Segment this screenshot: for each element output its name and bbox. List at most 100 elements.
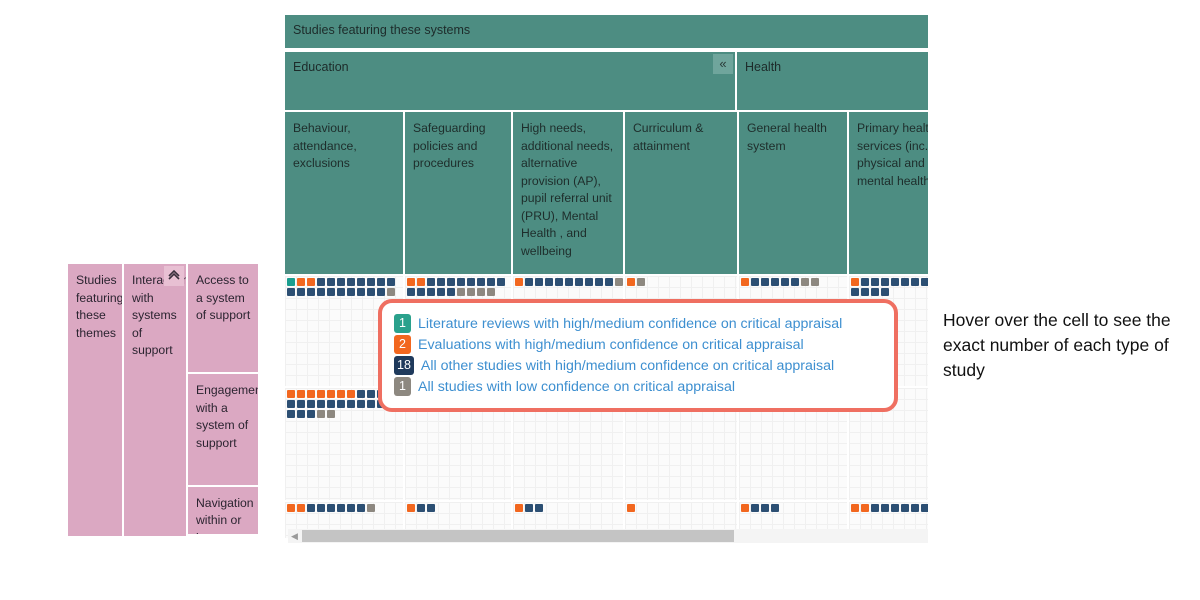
marker-all-other-studies — [367, 400, 375, 408]
column-header-label: Behaviour, attendance, exclusions — [293, 121, 357, 170]
cell-tooltip: 1 Literature reviews with high/medium con… — [378, 299, 898, 412]
marker-all-other-studies — [347, 278, 355, 286]
row-band-title: Studies featuring these themes — [68, 264, 122, 536]
marker-all-other-studies — [881, 278, 889, 286]
cell-markers[interactable] — [286, 277, 404, 297]
cell-markers[interactable] — [740, 277, 848, 287]
marker-all-other-studies — [921, 278, 928, 286]
marker-all-other-studies — [307, 400, 315, 408]
row-header-2[interactable]: Engagement with a system of support — [188, 374, 258, 485]
marker-evaluations — [407, 278, 415, 286]
marker-all-other-studies — [367, 278, 375, 286]
marker-all-other-studies — [387, 278, 395, 286]
column-group-2[interactable]: Health — [737, 52, 928, 110]
scrollbar-thumb[interactable] — [302, 530, 734, 542]
column-group-1[interactable]: Education« — [285, 52, 735, 110]
tooltip-count-badge: 1 — [394, 314, 411, 333]
chevron-double-left-icon[interactable]: « — [713, 54, 733, 74]
row-header-label: Access to a system of support — [196, 273, 251, 322]
marker-low-confidence — [801, 278, 809, 286]
tooltip-label: Literature reviews with high/medium conf… — [418, 315, 843, 332]
matrix-viewport[interactable]: Studies featuring these systems Educatio… — [285, 15, 928, 538]
marker-all-other-studies — [437, 288, 445, 296]
marker-evaluations — [347, 390, 355, 398]
marker-all-other-studies — [791, 278, 799, 286]
marker-low-confidence — [811, 278, 819, 286]
marker-all-other-studies — [317, 504, 325, 512]
tooltip-count-badge: 1 — [394, 377, 411, 396]
marker-all-other-studies — [751, 278, 759, 286]
column-header-1[interactable]: Behaviour, attendance, exclusions — [285, 112, 403, 274]
row-header-area: Studies featuring these themes Interacti… — [68, 264, 258, 536]
marker-all-other-studies — [357, 288, 365, 296]
marker-all-other-studies — [861, 288, 869, 296]
legend-clip: Literature reviews with high/medium conf… — [70, 542, 932, 600]
row-header-3[interactable]: Navigation within or between — [188, 486, 258, 534]
tooltip-count-badge: 2 — [394, 335, 411, 354]
column-header-label: Primary health services (inc. physical a… — [857, 121, 928, 188]
cell-markers[interactable] — [514, 277, 624, 287]
cell-markers[interactable] — [626, 503, 738, 513]
scroll-left-arrow-icon[interactable]: ◀ — [291, 531, 298, 541]
marker-low-confidence — [317, 410, 325, 418]
cell-markers[interactable] — [514, 503, 624, 513]
marker-all-other-studies — [861, 278, 869, 286]
column-header-3[interactable]: High needs, additional needs, alternativ… — [513, 112, 623, 274]
marker-all-other-studies — [447, 278, 455, 286]
cell-markers[interactable] — [406, 277, 512, 297]
marker-all-other-studies — [891, 278, 899, 286]
tooltip-label: All studies with low confidence on criti… — [418, 378, 736, 395]
marker-all-other-studies — [337, 288, 345, 296]
marker-all-other-studies — [337, 278, 345, 286]
marker-all-other-studies — [901, 504, 909, 512]
column-header-label: Curriculum & attainment — [633, 121, 704, 153]
cell-markers[interactable] — [626, 277, 738, 287]
marker-all-other-studies — [377, 278, 385, 286]
marker-all-other-studies — [347, 504, 355, 512]
annotation-text: Hover over the cell to see the exact num… — [943, 310, 1171, 380]
row-header-1[interactable]: Access to a system of support — [188, 264, 258, 373]
row-group-header[interactable]: Interactions with systems of support — [124, 264, 186, 536]
marker-evaluations — [307, 278, 315, 286]
marker-all-other-studies — [487, 278, 495, 286]
tooltip-label: Evaluations with high/medium confidence … — [418, 336, 804, 353]
marker-all-other-studies — [457, 278, 465, 286]
cell-markers[interactable] — [286, 503, 404, 513]
row-label-column: Access to a system of supportEngagement … — [188, 264, 258, 536]
marker-low-confidence — [467, 288, 475, 296]
marker-evaluations — [851, 504, 859, 512]
marker-all-other-studies — [377, 288, 385, 296]
cell-markers[interactable] — [740, 503, 848, 513]
marker-all-other-studies — [437, 278, 445, 286]
marker-evaluations — [861, 504, 869, 512]
marker-all-other-studies — [467, 278, 475, 286]
tooltip-row: 2 Evaluations with high/medium confidence… — [394, 335, 880, 354]
marker-all-other-studies — [881, 504, 889, 512]
marker-all-other-studies — [781, 278, 789, 286]
marker-all-other-studies — [427, 288, 435, 296]
marker-all-other-studies — [297, 288, 305, 296]
marker-low-confidence — [487, 288, 495, 296]
column-band-title: Studies featuring these systems — [285, 15, 928, 50]
marker-all-other-studies — [307, 410, 315, 418]
column-header-5[interactable]: General health system — [739, 112, 847, 274]
column-header-label: High needs, additional needs, alternativ… — [521, 121, 614, 258]
marker-all-other-studies — [761, 504, 769, 512]
chevron-double-up-icon[interactable] — [164, 266, 184, 286]
horizontal-scrollbar[interactable]: ◀ — [288, 529, 928, 543]
marker-all-other-studies — [535, 504, 543, 512]
column-header-4[interactable]: Curriculum & attainment — [625, 112, 737, 274]
cell-markers[interactable] — [850, 503, 928, 513]
marker-evaluations — [515, 278, 523, 286]
marker-all-other-studies — [357, 504, 365, 512]
marker-all-other-studies — [871, 504, 879, 512]
tooltip-row: 1 All studies with low confidence on crit… — [394, 377, 880, 396]
cell-markers[interactable] — [850, 277, 928, 297]
column-header-6[interactable]: Primary health services (inc. physical a… — [849, 112, 928, 274]
marker-all-other-studies — [317, 400, 325, 408]
marker-low-confidence — [327, 410, 335, 418]
cell-markers[interactable] — [406, 503, 512, 513]
marker-all-other-studies — [367, 390, 375, 398]
column-header-2[interactable]: Safeguarding policies and procedures — [405, 112, 511, 274]
marker-evaluations — [407, 504, 415, 512]
